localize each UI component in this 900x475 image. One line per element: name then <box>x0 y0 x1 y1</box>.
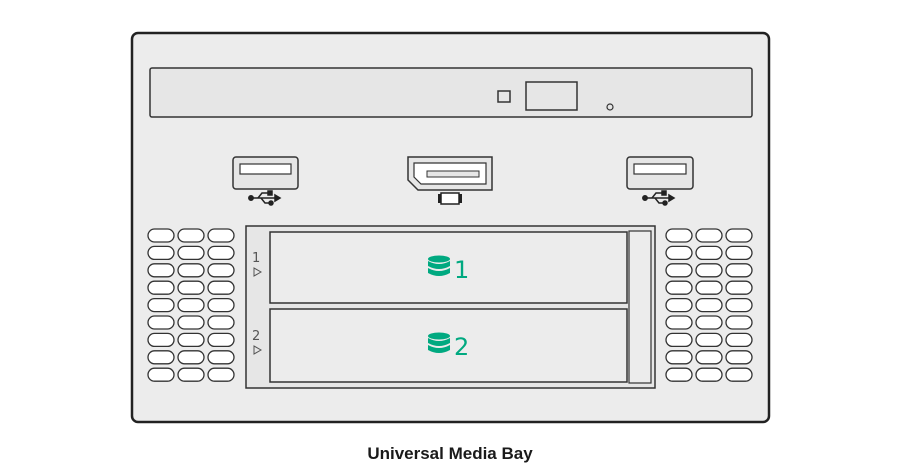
vent-slot <box>665 350 693 365</box>
vent-slot <box>695 297 723 313</box>
vent-slot <box>725 245 753 261</box>
bay-number-1: 1 <box>454 256 469 284</box>
vent-slot <box>147 332 175 348</box>
vent-slot <box>695 280 723 295</box>
drive-cage: 1 1 2 2 <box>245 225 656 389</box>
vent-slot <box>665 263 693 278</box>
bay-arrow-icon <box>253 345 263 355</box>
bay-number-2: 2 <box>454 333 469 361</box>
bay-side-label-1: 1 <box>252 251 260 266</box>
optical-drive-bezel <box>149 67 753 118</box>
vent-slot <box>695 367 723 382</box>
vent-slot <box>207 228 235 243</box>
vent-slot <box>147 263 175 278</box>
vent-slot <box>177 228 205 243</box>
displayport-port[interactable] <box>407 156 493 205</box>
vent-slot <box>665 228 693 243</box>
vent-slot <box>695 350 723 365</box>
vent-slot <box>207 315 235 330</box>
vent-slot <box>177 350 205 365</box>
vent-grid-right <box>665 228 753 382</box>
vent-slot <box>665 245 693 261</box>
vent-slot <box>177 367 205 382</box>
drive-bay-1[interactable]: 1 1 <box>252 231 628 304</box>
vent-slot <box>207 350 235 365</box>
drive-bay-2[interactable]: 2 2 <box>252 308 628 383</box>
vent-grid-left <box>147 228 235 382</box>
vent-slot <box>177 245 205 261</box>
vent-slot <box>207 367 235 382</box>
vent-slot <box>147 315 175 330</box>
vent-slot <box>207 332 235 348</box>
vent-slot <box>695 315 723 330</box>
vent-slot <box>177 280 205 295</box>
vent-slot <box>207 280 235 295</box>
vent-slot <box>665 297 693 313</box>
drive-cage-side-rail <box>628 230 652 384</box>
diagram-caption: Universal Media Bay <box>367 444 533 463</box>
optical-drive-pinhole <box>606 103 614 111</box>
vent-slot <box>147 228 175 243</box>
bay-side-label-2: 2 <box>252 329 260 344</box>
bay-arrow-icon <box>253 267 263 277</box>
vent-slot <box>147 350 175 365</box>
vent-slot <box>147 297 175 313</box>
optical-drive <box>149 67 753 118</box>
usb-port-left[interactable] <box>232 156 299 206</box>
displayport-icon <box>438 192 462 205</box>
vent-slot <box>725 332 753 348</box>
vent-slot <box>207 263 235 278</box>
vent-slot <box>725 280 753 295</box>
usb-port-right[interactable] <box>626 156 694 206</box>
drive-stack-icon <box>428 332 450 353</box>
vent-slot <box>665 280 693 295</box>
vent-slot <box>695 332 723 348</box>
vent-slot <box>725 315 753 330</box>
vent-slot <box>665 332 693 348</box>
optical-drive-led <box>497 90 511 103</box>
vent-slot <box>147 280 175 295</box>
vent-slot <box>725 367 753 382</box>
vent-slot <box>177 332 205 348</box>
vent-slot <box>695 263 723 278</box>
vent-slot <box>725 297 753 313</box>
usb-icon <box>248 190 282 206</box>
vent-slot <box>207 297 235 313</box>
vent-slot <box>665 315 693 330</box>
usb-icon <box>642 190 676 206</box>
vent-slot <box>177 297 205 313</box>
vent-slot <box>725 350 753 365</box>
vent-slot <box>177 315 205 330</box>
vent-slot <box>695 245 723 261</box>
vent-slot <box>725 263 753 278</box>
vent-slot <box>177 263 205 278</box>
vent-slot <box>665 367 693 382</box>
vent-slot <box>725 228 753 243</box>
vent-slot <box>695 228 723 243</box>
vent-slot <box>147 245 175 261</box>
vent-slot <box>147 367 175 382</box>
drive-stack-icon <box>428 255 450 276</box>
media-bay-diagram: 1 1 2 2 <box>130 31 771 424</box>
optical-drive-eject-button[interactable] <box>525 81 578 111</box>
vent-slot <box>207 245 235 261</box>
